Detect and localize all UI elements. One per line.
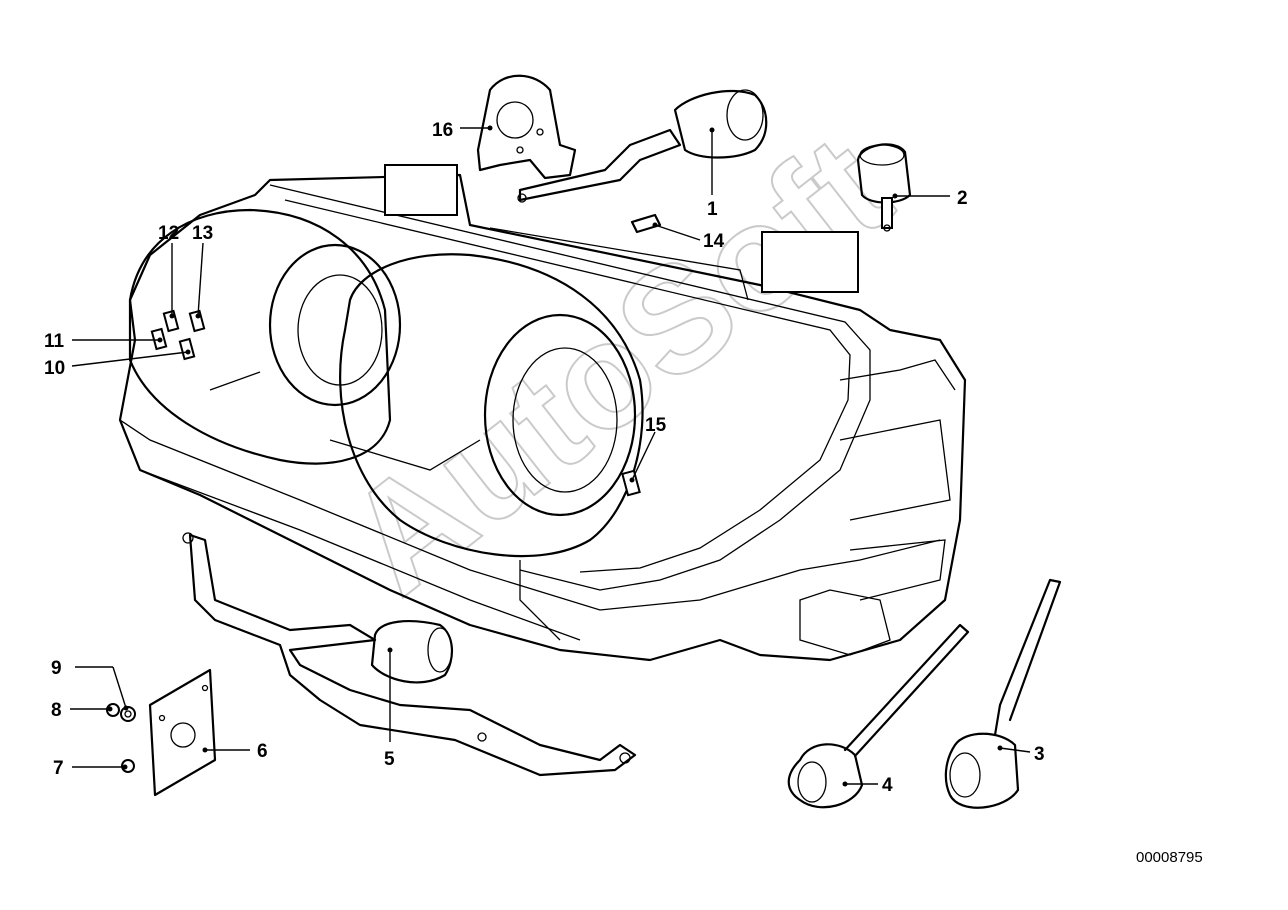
callout-labels: 16 1 2 14 12 13 11 10 15 9 8 7 6 5 4 3 xyxy=(44,120,1045,796)
callout-2: 2 xyxy=(957,188,968,209)
callout-1: 1 xyxy=(707,199,718,220)
part-5-actuator-rod xyxy=(182,532,637,777)
part-15-screw xyxy=(621,469,641,497)
callout-7: 7 xyxy=(53,758,64,779)
parts-10-13-screws xyxy=(150,309,206,361)
callout-15: 15 xyxy=(645,415,667,436)
callout-14: 14 xyxy=(703,231,725,252)
part-2-actuator xyxy=(856,143,912,232)
callout-16: 16 xyxy=(432,120,453,141)
callout-3: 3 xyxy=(1034,744,1045,765)
callout-8: 8 xyxy=(51,700,62,721)
callout-13: 13 xyxy=(192,223,213,244)
part-3-actuator xyxy=(944,578,1062,809)
leader-lines xyxy=(70,125,1031,787)
callout-9: 9 xyxy=(51,658,62,679)
callout-5: 5 xyxy=(384,749,395,770)
reference-number: 00008795 xyxy=(1136,849,1203,866)
part-14-pin xyxy=(630,213,662,234)
callout-4: 4 xyxy=(882,775,893,796)
callout-6: 6 xyxy=(257,741,268,762)
parts-7-9-fasteners xyxy=(106,703,136,773)
part-4-actuator xyxy=(787,623,970,809)
part-16-bracket xyxy=(476,74,577,180)
heater-housing xyxy=(118,164,967,662)
part-6-plate xyxy=(148,668,217,797)
callout-10: 10 xyxy=(44,358,65,379)
callout-11: 11 xyxy=(44,331,65,352)
callout-12: 12 xyxy=(158,223,179,244)
